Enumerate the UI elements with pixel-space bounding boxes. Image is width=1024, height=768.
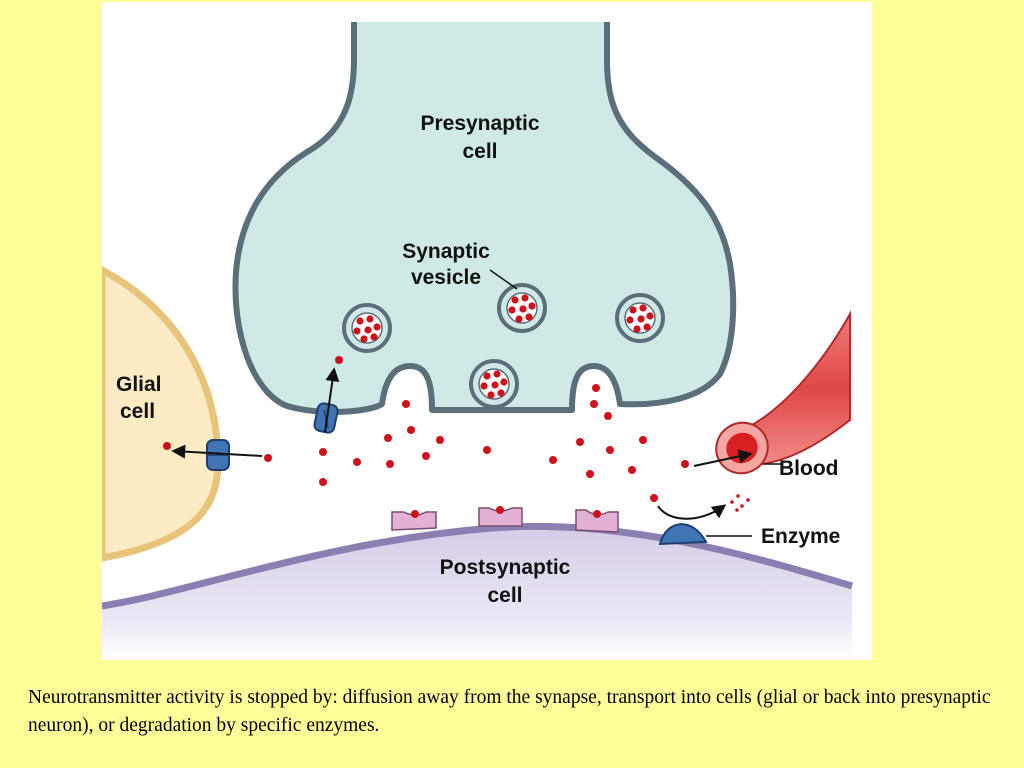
synaptic-vesicle <box>342 303 392 353</box>
postsynaptic-label: Postsynaptic <box>440 556 571 579</box>
vesicle-label: Synaptic <box>402 240 490 263</box>
caption-text: Neurotransmitter activity is stopped by:… <box>28 687 991 736</box>
blood-label: Blood <box>779 457 838 480</box>
degraded-fragments <box>730 494 750 512</box>
reuptake-arrow <box>324 367 340 433</box>
synapse-diagram: Presynaptic cell Synaptic vesicle Glial … <box>102 2 872 660</box>
receptor <box>478 506 523 527</box>
neurotransmitter-molecules <box>163 356 689 502</box>
enzyme-shape <box>658 523 708 546</box>
receptor <box>575 509 619 533</box>
glial-label: cell <box>120 400 155 423</box>
vesicle-label: vesicle <box>411 266 481 289</box>
enzyme-degradation-arrow <box>657 504 727 520</box>
synaptic-vesicle <box>497 283 547 333</box>
synaptic-vesicle <box>615 293 665 343</box>
glial-transporter <box>206 439 230 471</box>
presynaptic-label: cell <box>462 140 497 163</box>
postsynaptic-label: cell <box>487 584 522 607</box>
glial-uptake-arrow <box>171 444 263 459</box>
synaptic-vesicle <box>469 359 519 409</box>
postsynaptic-cell <box>102 522 854 660</box>
vesicle-leader-line <box>489 269 518 290</box>
presynaptic-cell <box>232 22 737 415</box>
glial-label: Glial <box>116 373 162 396</box>
blood-diffusion-arrow <box>693 449 753 467</box>
receptor <box>391 510 437 531</box>
enzyme-label: Enzyme <box>761 525 840 548</box>
presynaptic-label: Presynaptic <box>420 112 539 135</box>
